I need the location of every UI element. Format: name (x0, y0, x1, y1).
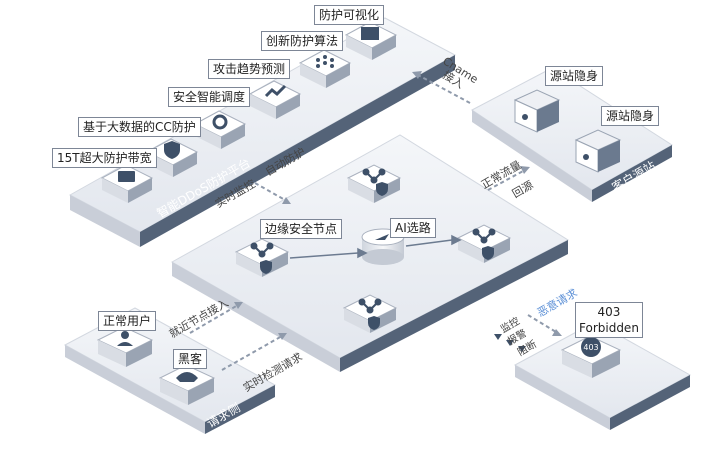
dots-grid-icon (316, 55, 334, 68)
feature-cube-6 (344, 21, 398, 60)
forbidden-text: Forbidden (579, 321, 639, 335)
origin-server-1 (513, 89, 561, 133)
shield-icon (368, 316, 380, 330)
cname-arrow (417, 74, 471, 104)
feature-label-3: 安全智能调度 (168, 87, 251, 107)
nearest-access-label: 就近节点接入 (167, 295, 231, 340)
edge-node-label: 边缘安全节点 (260, 219, 343, 239)
flow-arrows (189, 74, 557, 371)
realtime-request-arrow (221, 335, 283, 371)
feature-label-5: 创新防护算法 (261, 31, 344, 51)
normal-traffic-arrow (487, 169, 526, 191)
edge-node-left (234, 238, 290, 277)
monitor-icon (118, 171, 135, 182)
forbidden-label: 403 Forbidden (575, 302, 643, 338)
origin-server-label-1: 源站隐身 (545, 66, 604, 86)
block-arrows (494, 334, 526, 352)
network-node-icon (250, 242, 274, 258)
hacker-cube (158, 364, 216, 405)
feature-cube-4 (248, 80, 302, 119)
feature-cube-2 (145, 138, 199, 177)
shield-list-icon (164, 141, 180, 159)
shield-icon (482, 246, 494, 260)
edge-node-top (346, 164, 402, 203)
shield-icon (376, 182, 388, 196)
ai-routing-label: AI选路 (390, 218, 436, 238)
forbidden-code: 403 (597, 305, 621, 319)
feature-label-1: 15T超大防护带宽 (52, 148, 157, 168)
paper-plane-icon (375, 234, 389, 240)
forbidden-badge-icon (581, 337, 601, 357)
forbidden-badge-text: 403 (583, 343, 598, 352)
chart-icon (264, 84, 287, 98)
feature-label-4: 攻击趋势预测 (208, 59, 291, 79)
network-node-icon (358, 298, 382, 314)
routing-arrows (289, 234, 462, 259)
feature-cube-1 (100, 164, 154, 203)
feature-cube-5 (298, 49, 352, 88)
bar-chart-icon (361, 27, 379, 40)
refresh-icon (212, 114, 228, 130)
malicious-request-label: 恶意请求 (535, 285, 580, 319)
origin-server-2 (574, 129, 622, 173)
network-node-icon (362, 168, 386, 184)
nearest-access-arrow (189, 304, 239, 334)
feature-cube-3 (193, 110, 247, 149)
network-node-icon (472, 228, 496, 244)
ddos-platform-slab: 智能DDoS防护平台 (68, 17, 457, 247)
arrowheads (234, 71, 562, 340)
edge-node-bottom (342, 294, 398, 333)
forbidden-cube: 403 (560, 335, 622, 378)
feature-label-6: 防护可视化 (314, 5, 385, 25)
return-source-label: 回源 (510, 177, 536, 200)
blocked-slab (513, 321, 692, 430)
hacker-icon (176, 372, 198, 382)
monitor-arrow (254, 182, 286, 201)
normal-user-cube (96, 326, 154, 367)
edge-node-right (456, 224, 512, 263)
hacker-label: 黑客 (173, 349, 208, 369)
shield-icon (260, 260, 272, 274)
feature-label-2: 基于大数据的CC防护 (78, 117, 201, 137)
user-icon (121, 331, 129, 339)
normal-user-label: 正常用户 (98, 311, 157, 331)
origin-server-label-2: 源站隐身 (601, 106, 660, 126)
malicious-arrow (527, 314, 557, 333)
